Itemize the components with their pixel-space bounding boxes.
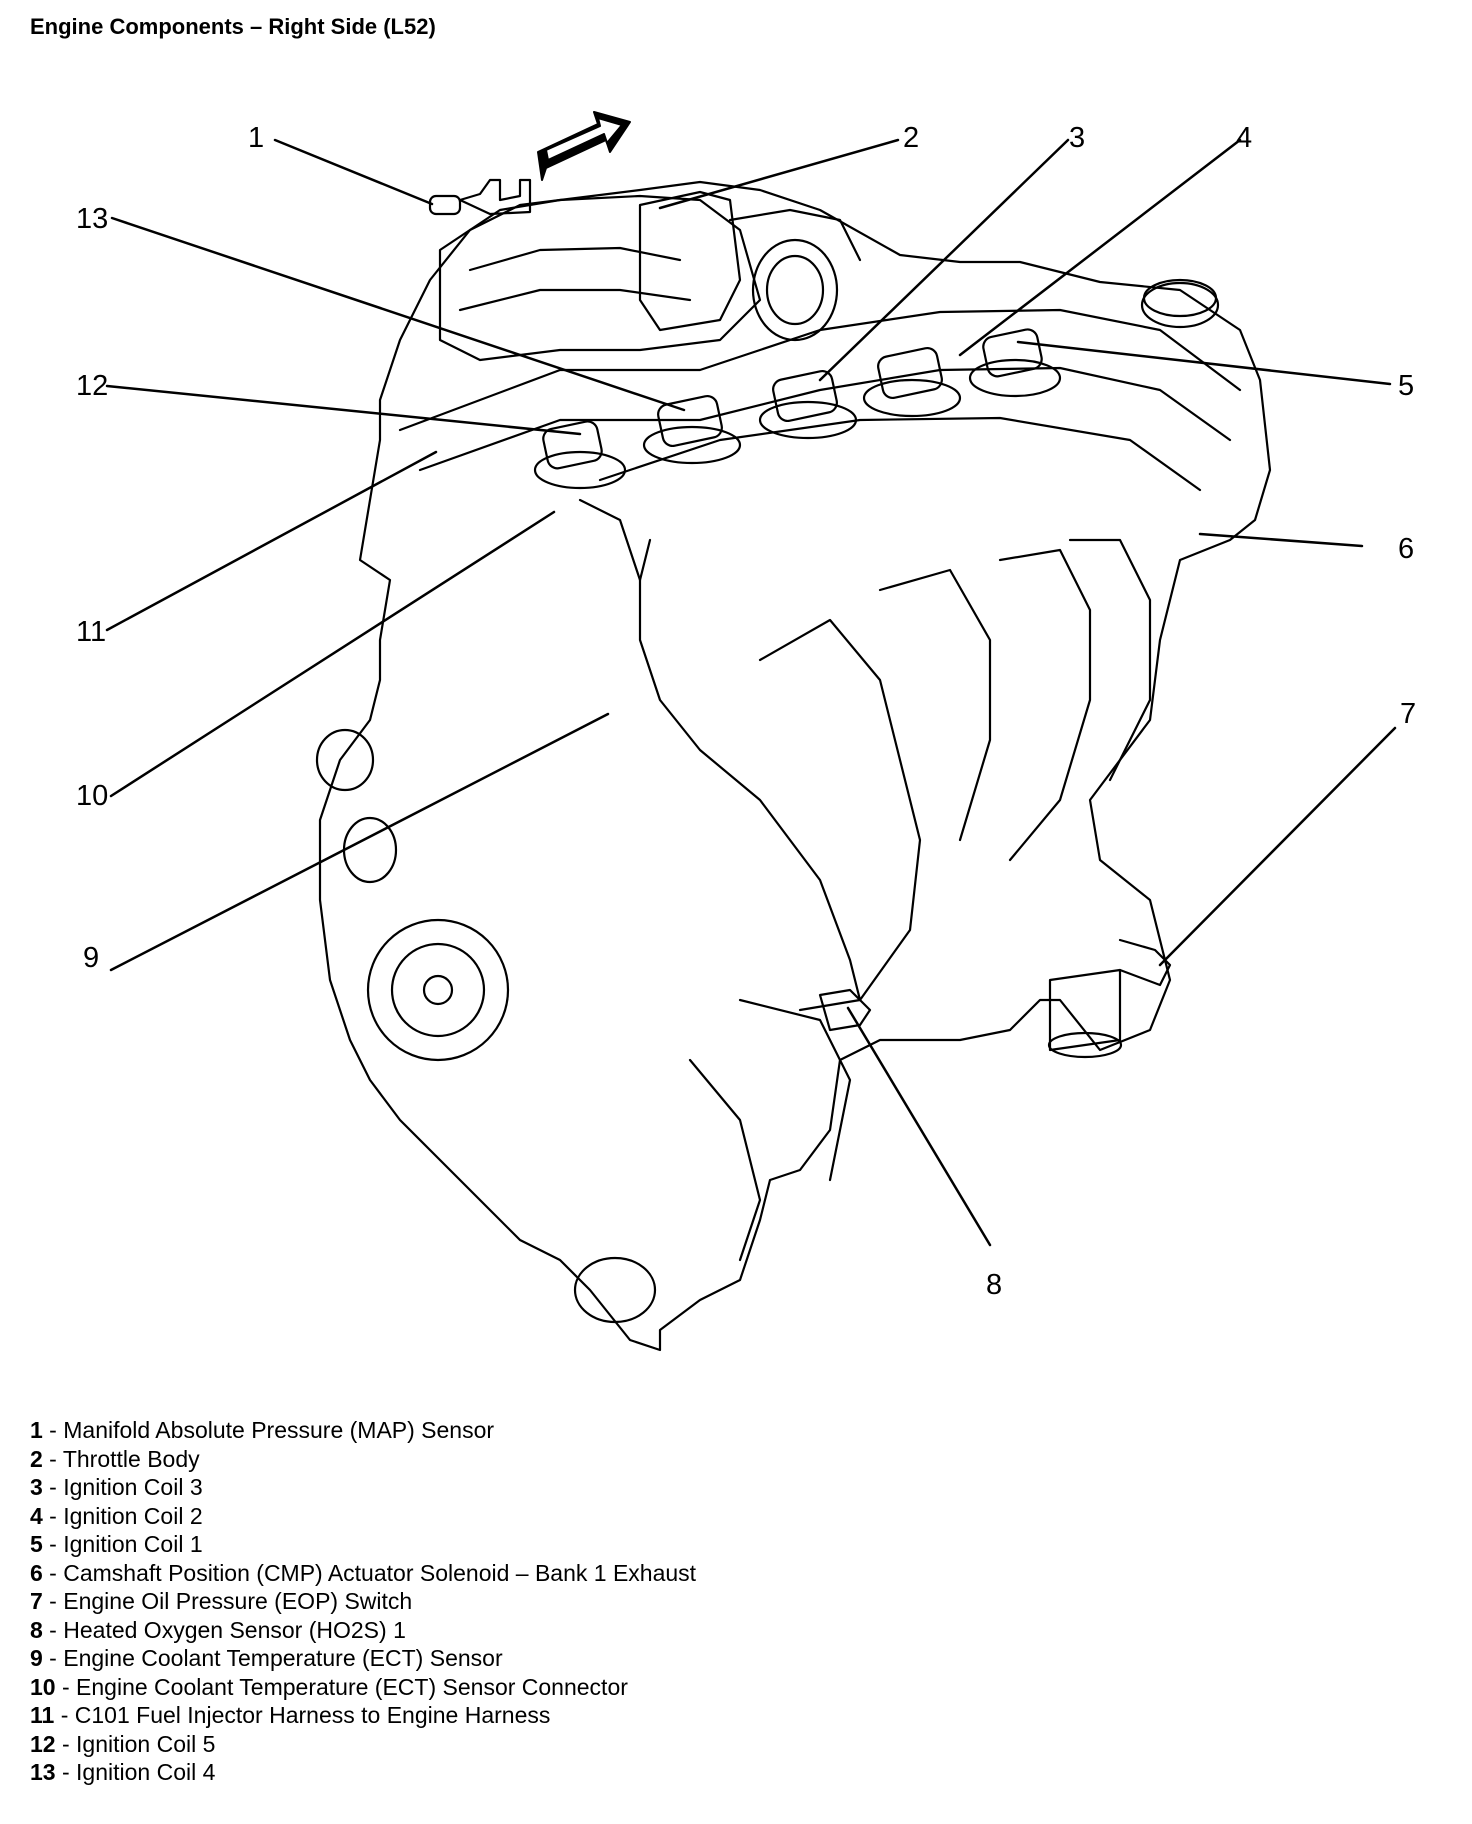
leader-lines [105,138,1397,1247]
legend-text: Ignition Coil 2 [63,1502,203,1529]
legend-text: Ignition Coil 4 [76,1759,216,1785]
legend-item: 9 - Engine Coolant Temperature (ECT) Sen… [30,1644,1030,1673]
callout-3: 3 [1069,122,1086,154]
callout-12: 12 [76,370,109,402]
callout-11: 11 [76,616,107,648]
legend-text: Manifold Absolute Pressure (MAP) Sensor [63,1417,495,1443]
oil-filter [1047,938,1172,1059]
legend-number: 2 [30,1445,43,1472]
engine-block [318,180,1272,1352]
legend-item: 5 - Ignition Coil 1 [30,1530,1030,1559]
legend-text: Engine Coolant Temperature (ECT) Sensor [63,1645,503,1671]
callout-2: 2 [903,122,920,154]
callout-6: 6 [1398,533,1415,565]
callout-8: 8 [986,1269,1003,1301]
legend-separator: - [55,1759,77,1785]
component-legend: 1 - Manifold Absolute Pressure (MAP) Sen… [30,1416,1030,1787]
map-sensor [428,178,532,216]
legend-item: 2 - Throttle Body [30,1445,1030,1474]
legend-separator: - [55,1730,77,1757]
legend-number: 8 [30,1616,43,1643]
legend-separator: - [42,1417,64,1443]
legend-separator: - [42,1474,64,1500]
legend-text: Ignition Coil 5 [76,1730,216,1757]
legend-item: 11 - C101 Fuel Injector Harness to Engin… [30,1701,1030,1730]
legend-number: 13 [30,1759,56,1785]
legend-number: 10 [30,1673,56,1700]
legend-item: 12 - Ignition Coil 5 [30,1730,1030,1759]
legend-separator: - [55,1673,77,1700]
legend-text: Heated Oxygen Sensor (HO2S) 1 [63,1616,406,1643]
callout-4: 4 [1236,122,1253,154]
legend-separator: - [42,1502,64,1529]
callout-1: 1 [248,122,265,154]
crankshaft-pulley [315,728,657,1324]
legend-item: 3 - Ignition Coil 3 [30,1473,1030,1502]
legend-item: 1 - Manifold Absolute Pressure (MAP) Sen… [30,1416,1030,1445]
callout-13: 13 [76,203,109,235]
legend-text: Ignition Coil 3 [63,1474,203,1500]
legend-separator: - [42,1559,64,1586]
legend-number: 6 [30,1559,43,1586]
legend-number: 3 [30,1474,43,1500]
legend-text: Camshaft Position (CMP) Actuator Solenoi… [63,1559,697,1586]
legend-text: Ignition Coil 1 [63,1531,203,1557]
legend-separator: - [42,1445,63,1472]
legend-number: 5 [30,1531,43,1557]
legend-text: C101 Fuel Injector Harness to Engine Har… [74,1702,551,1728]
throttle-body [638,190,862,342]
legend-item: 6 - Camshaft Position (CMP) Actuator Sol… [30,1559,1030,1588]
direction-arrow-icon [537,111,631,181]
legend-number: 9 [30,1645,43,1671]
legend-separator: - [42,1531,64,1557]
callout-5: 5 [1398,370,1415,402]
o2-sensor [578,498,872,1032]
page-title: Engine Components – Right Side (L52) [30,14,436,39]
ignition-coils [533,328,1062,490]
legend-number: 4 [30,1502,43,1529]
legend-item: 7 - Engine Oil Pressure (EOP) Switch [30,1587,1030,1616]
legend-number: 1 [30,1417,43,1443]
legend-separator: - [42,1645,64,1671]
legend-text: Engine Coolant Temperature (ECT) Sensor … [76,1673,628,1700]
legend-number: 12 [30,1730,56,1757]
legend-number: 7 [30,1588,43,1614]
legend-item: 10 - Engine Coolant Temperature (ECT) Se… [30,1673,1030,1702]
legend-item: 4 - Ignition Coil 2 [30,1502,1030,1531]
callout-9: 9 [83,942,100,974]
callout-7: 7 [1400,698,1417,730]
exhaust-manifold [688,538,1152,1262]
legend-number: 11 [30,1702,55,1728]
oil-filler-cap [1140,278,1220,329]
legend-text: Engine Oil Pressure (EOP) Switch [63,1588,413,1614]
engine-diagram [105,111,1397,1352]
callout-10: 10 [76,780,109,812]
legend-item: 8 - Heated Oxygen Sensor (HO2S) 1 [30,1616,1030,1645]
legend-item: 13 - Ignition Coil 4 [30,1758,1030,1787]
legend-separator: - [42,1588,64,1614]
legend-separator: - [42,1616,64,1643]
legend-separator: - [54,1702,75,1728]
legend-text: Throttle Body [62,1445,200,1472]
